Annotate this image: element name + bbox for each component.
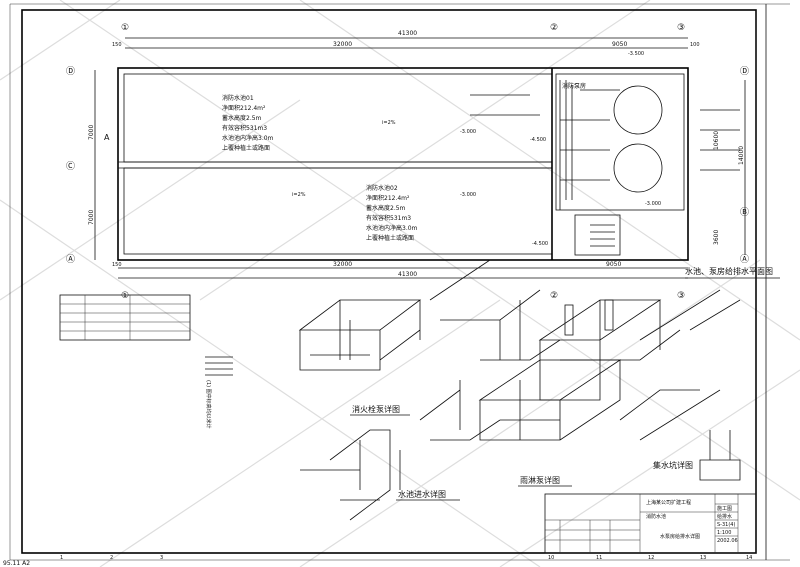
piping — [470, 80, 740, 247]
dim-top-right: 9050 — [612, 41, 627, 48]
caption-sump: 集水坑详图 — [653, 460, 693, 470]
border-number: 13 — [700, 555, 706, 561]
pool-1-note-line: 有效容积531m3 — [222, 124, 267, 132]
grid-col-1-top: ① — [121, 23, 129, 33]
dim-bay-1: 7000 — [88, 125, 95, 140]
tank-1 — [613, 85, 663, 135]
title-number: S-31(4) — [717, 522, 735, 528]
dim-edge-right: 100 — [690, 42, 700, 48]
pool-2-note-line: 消防水池02 — [366, 184, 398, 192]
pool-1-note-line: 蓄水高度2.5m — [222, 114, 262, 122]
level-mark: -3.000 — [460, 129, 476, 135]
border-number: 3 — [160, 555, 163, 561]
grid-col-3-bottom: ③ — [677, 291, 685, 301]
plan-view: 消防泵房 消防水池01 净面积212.4m² 蓄水高度2.5m 有效容积531m… — [117, 51, 740, 261]
dim-left: 32000 — [333, 41, 352, 48]
pool-1-note-line: 上覆种植土或路面 — [222, 144, 270, 152]
title-company: 上海某公司扩建工程 — [646, 499, 691, 506]
pool-2-note-line: 净面积212.4m² — [366, 194, 410, 202]
border-number: 10 — [548, 555, 554, 561]
tank-2 — [613, 143, 663, 193]
grid-row-d-right: Ⓓ — [740, 66, 749, 77]
section-mark: A — [104, 133, 110, 142]
grid-row-b-right: Ⓑ — [740, 207, 749, 218]
dim-right-upper: 10600 — [713, 131, 720, 150]
pool-2-note-line: 有效容积531m3 — [366, 214, 411, 222]
border-number: 2 — [110, 555, 113, 561]
pressure-tank — [604, 299, 614, 331]
dim-right-total: 14000 — [738, 146, 745, 165]
title-discipline: 给排水 — [717, 513, 732, 520]
grid-axis-labels: ① ② ③ ① ② ③ Ⓓ Ⓒ Ⓐ Ⓓ Ⓑ Ⓐ — [66, 23, 749, 301]
top-dimensions: 41300 32000 9050 150 100 32000 9050 4130… — [112, 30, 700, 279]
grid-row-a-left: Ⓐ — [66, 254, 75, 265]
legend-note: (1) 图中标高均以米计 — [205, 380, 212, 429]
border-number: 12 — [648, 555, 654, 561]
level-mark: -4.500 — [532, 241, 548, 247]
branch-pipes-iso — [419, 380, 501, 441]
dim-bay-2: 7000 — [88, 210, 95, 225]
pool-2-note-line: 上覆种植土或路面 — [366, 234, 414, 242]
dim-right-bottom: 9050 — [606, 261, 621, 268]
pool-2-note: 消防水池02 净面积212.4m² 蓄水高度2.5m 有效容积531m3 水池池… — [366, 184, 418, 242]
caption-plan: 水池、泵房给排水平面图 — [685, 266, 773, 276]
pool-1-note-line: 净面积212.4m² — [222, 104, 266, 112]
dim-edge-bottom: 150 — [112, 262, 122, 268]
title-scale: 1:100 — [717, 530, 731, 536]
legend-table — [59, 294, 191, 341]
border-number: 1 — [60, 555, 63, 561]
connecting-pipes-iso — [429, 259, 561, 361]
level-mark: -4.500 — [530, 137, 546, 143]
grid-col-1-bottom: ① — [121, 291, 129, 301]
slope-label: i=2% — [382, 120, 396, 126]
title-block: 上海某公司扩建工程 消防水池 水泵房给排水详图 施工图 给排水 S-31(4) … — [544, 493, 757, 554]
border-number: 11 — [596, 555, 602, 561]
dim-total: 41300 — [398, 30, 417, 37]
caption-inlet: 水池进水详图 — [398, 489, 446, 499]
level-mark: -3.000 — [645, 201, 661, 207]
dim-left-bottom: 32000 — [333, 261, 352, 268]
sprinkler-pump-iso — [478, 359, 622, 441]
pressure-tank — [564, 304, 574, 336]
pump-room — [555, 73, 685, 211]
dim-right-bay: 3600 — [713, 230, 720, 245]
hydrant-pump-iso — [298, 299, 422, 371]
dim-edge: 150 — [112, 42, 122, 48]
caption-hydrant-pump: 消火栓泵详图 — [352, 404, 400, 414]
sheet-code: 95.11 A2 — [3, 560, 30, 567]
stair — [574, 214, 621, 256]
pool-1-note-line: 消防水池01 — [222, 94, 254, 102]
level-mark: -3.500 — [628, 51, 644, 57]
title-date: 2002.06 — [717, 538, 738, 544]
title-drawing: 水泵房给排水详图 — [660, 533, 700, 540]
grid-row-d-left: Ⓓ — [66, 66, 75, 77]
plan-outline — [117, 67, 689, 261]
level-mark: -3.000 — [460, 192, 476, 198]
pool-2-note-line: 蓄水高度2.5m — [366, 204, 406, 212]
inlet-iso — [300, 429, 401, 521]
pool-1-note-line: 水池池内净高3.0m — [222, 134, 274, 142]
grid-col-3-top: ③ — [677, 23, 685, 33]
pump-room-label: 消防泵房 — [562, 82, 586, 90]
grid-row-c-left: Ⓒ — [66, 161, 75, 172]
grid-col-2-bottom: ② — [550, 291, 558, 301]
slope-label: i=2% — [292, 192, 306, 198]
pool-1-note: 消防水池01 净面积212.4m² 蓄水高度2.5m 有效容积531m3 水池池… — [222, 94, 274, 152]
grid-row-a-right: Ⓐ — [740, 254, 749, 265]
pool-2 — [123, 167, 553, 255]
grid-col-2-top: ② — [550, 23, 558, 33]
title-project: 消防水池 — [646, 513, 666, 520]
pump-room-iso — [538, 289, 741, 401]
legend-lines: (1) 图中标高均以米计 — [205, 356, 233, 429]
border-number: 14 — [746, 555, 752, 561]
border-numbers: 10 11 12 13 14 1 2 3 — [60, 555, 752, 561]
sump-iso — [619, 389, 741, 481]
dim-total-bottom: 41300 — [398, 271, 417, 278]
caption-sprinkler: 雨淋泵详图 — [520, 475, 560, 485]
isometric-details — [298, 259, 741, 521]
pool-2-note-line: 水池池内净高3.0m — [366, 224, 418, 232]
title-stage: 施工图 — [717, 505, 732, 512]
side-dimensions: 7000 7000 A 14000 10600 3600 — [88, 70, 746, 260]
